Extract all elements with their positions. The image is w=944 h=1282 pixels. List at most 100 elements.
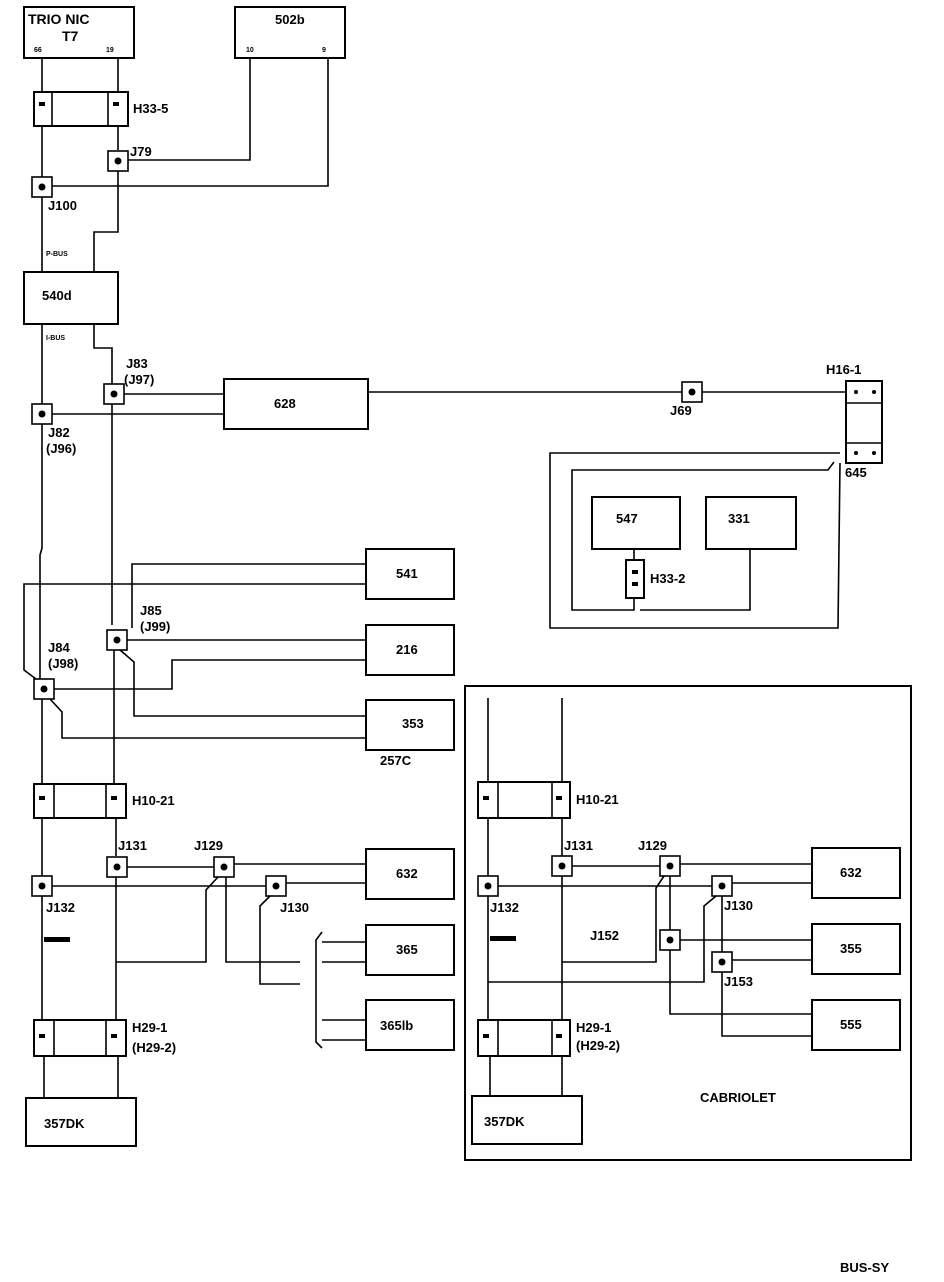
connector-h33-5: H33-5 <box>33 91 168 127</box>
junction-j96-label: (J96) <box>46 441 76 456</box>
cabriolet-connector-h10-21: H10-21 <box>477 781 619 819</box>
box-541: 541 <box>365 548 455 600</box>
cabriolet-box-357dk-title: 357DK <box>484 1114 525 1129</box>
cabriolet-junction-j153: J153 <box>711 951 753 989</box>
junction-j132-label: J132 <box>46 900 75 915</box>
connector-h33-2-label: H33-2 <box>650 571 685 586</box>
box-540d-title: 540d <box>42 288 72 303</box>
junction-j97-label: (J97) <box>124 372 154 387</box>
box-331-title: 331 <box>728 511 750 526</box>
box-353-title: 353 <box>402 716 424 731</box>
cabriolet-junction-j132-label: J132 <box>490 900 519 915</box>
box-547-title: 547 <box>616 511 638 526</box>
cabriolet-junction-j129: J129 <box>638 838 681 877</box>
cabriolet-box-357dk: 357DK <box>471 1095 583 1145</box>
box-502b-pin-right: 9 <box>322 47 326 54</box>
connector-h16-1: H16-1 <box>826 362 883 464</box>
box-502b-pin-left: 10 <box>246 47 254 54</box>
cabriolet-junction-j129-label: J129 <box>638 838 667 853</box>
junction-j84-label: J84 <box>48 640 70 655</box>
junction-j129: J129 <box>194 838 235 878</box>
cabriolet-connector-h29-1-label: H29-1 <box>576 1020 611 1035</box>
junction-j98-label: (J98) <box>48 656 78 671</box>
connector-h29-1: H29-1 (H29-2) <box>33 1019 176 1057</box>
node-645-label: 645 <box>845 465 867 480</box>
cabriolet-junction-j153-label: J153 <box>724 974 753 989</box>
box-540d: 540d <box>23 271 119 325</box>
junction-j130: J130 <box>265 875 309 915</box>
cabriolet-box-355: 355 <box>811 923 901 975</box>
cabriolet-box-555-title: 555 <box>840 1017 862 1032</box>
box-365-title: 365 <box>396 942 418 957</box>
box-628-title: 628 <box>274 396 296 411</box>
connector-h10-21-label: H10-21 <box>132 793 175 808</box>
junction-j83-label: J83 <box>126 356 148 371</box>
connector-h33-2: H33-2 <box>625 559 685 599</box>
box-357dk-title: 357DK <box>44 1116 85 1131</box>
box-353: 353 <box>365 699 455 751</box>
junction-j131-label: J131 <box>118 838 147 853</box>
box-541-title: 541 <box>396 566 418 581</box>
junction-j69-label: J69 <box>670 403 692 418</box>
trionic-pin-right: 19 <box>106 47 114 54</box>
cabriolet-junction-j130: J130 <box>711 875 753 913</box>
junction-j129-label: J129 <box>194 838 223 853</box>
trionic-pin-left: 66 <box>34 47 42 54</box>
connector-h16-1-label: H16-1 <box>826 362 861 377</box>
cabriolet-junction-j152-label: J152 <box>590 928 619 943</box>
box-632: 632 <box>365 848 455 900</box>
cabriolet-panel <box>464 685 912 1161</box>
i-bus-label: I-BUS <box>46 335 65 342</box>
junction-j100: J100 <box>31 176 77 213</box>
junction-j131: J131 <box>106 838 147 878</box>
box-502b: 502b 10 9 <box>234 6 346 59</box>
cabriolet-connector-h29-1: H29-1 (H29-2) <box>477 1019 620 1057</box>
box-216-title: 216 <box>396 642 418 657</box>
box-365: 365 <box>365 924 455 976</box>
junction-j130-label: J130 <box>280 900 309 915</box>
box-365lb: 365lb <box>365 999 455 1051</box>
cabriolet-junction-j130-label: J130 <box>724 898 753 913</box>
box-628: 628 <box>223 378 369 430</box>
footer-code: BUS-SY <box>840 1260 889 1275</box>
junction-j79-label: J79 <box>130 144 152 159</box>
cabriolet-junction-j152 <box>659 929 681 951</box>
cabriolet-junction-j131-label: J131 <box>564 838 593 853</box>
trionic-subtitle: T7 <box>62 28 79 44</box>
cabriolet-connector-h29-2-label: (H29-2) <box>576 1038 620 1053</box>
box-365lb-title: 365lb <box>380 1018 413 1033</box>
connector-h10-21: H10-21 <box>33 783 175 819</box>
junction-j85-label: J85 <box>140 603 162 618</box>
trionic-t7-box: TRIO NIC T7 66 19 <box>23 6 135 59</box>
junction-j69: J69 <box>670 381 703 418</box>
cabriolet-junction-j131: J131 <box>551 838 593 877</box>
junction-j79: J79 <box>107 144 152 172</box>
connector-h29-1-label: H29-1 <box>132 1020 167 1035</box>
cabriolet-box-632-title: 632 <box>840 865 862 880</box>
node-257c-label: 257C <box>380 753 412 768</box>
box-502b-title: 502b <box>275 12 305 27</box>
cabriolet-box-355-title: 355 <box>840 941 862 956</box>
junction-j83: J83 (J97) <box>103 356 154 405</box>
box-632-title: 632 <box>396 866 418 881</box>
box-216: 216 <box>365 624 455 676</box>
cabriolet-label: CABRIOLET <box>700 1090 776 1105</box>
cabriolet-connector-h10-21-label: H10-21 <box>576 792 619 807</box>
box-331: 331 <box>705 496 797 550</box>
cabriolet-box-632: 632 <box>811 847 901 899</box>
connector-h29-2-label: (H29-2) <box>132 1040 176 1055</box>
junction-j84: J84 (J98) <box>33 640 78 700</box>
junction-j85: J85 (J99) <box>106 603 170 651</box>
junction-j82-label: J82 <box>48 425 70 440</box>
box-547: 547 <box>591 496 681 550</box>
junction-j99-label: (J99) <box>140 619 170 634</box>
junction-j132: J132 <box>31 875 75 915</box>
box-357dk: 357DK <box>25 1097 137 1147</box>
cabriolet-box-555: 555 <box>811 999 901 1051</box>
junction-j100-label: J100 <box>48 198 77 213</box>
p-bus-label: P-BUS <box>46 251 68 258</box>
trionic-title: TRIO NIC <box>28 11 89 27</box>
junction-j82: J82 (J96) <box>31 403 76 456</box>
cabriolet-junction-j132: J132 <box>477 875 519 915</box>
